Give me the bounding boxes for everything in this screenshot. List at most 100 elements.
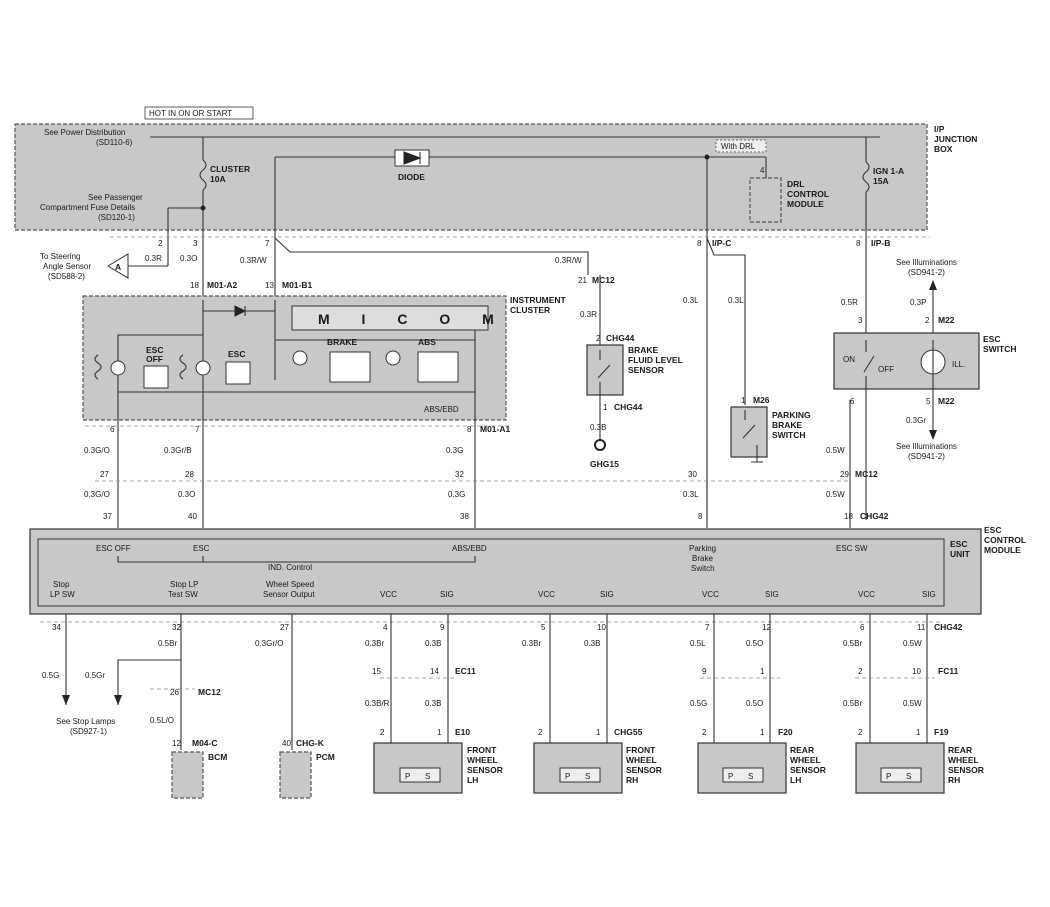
esc-pin-7: 7 — [705, 623, 710, 632]
esc-pin-12: 12 — [762, 623, 771, 632]
bf-conn-bot: CHG44 — [614, 402, 643, 412]
s2-w1: 0.3Br — [522, 639, 541, 648]
bcm-module — [171, 751, 204, 799]
esc-bot-stop-1: Stop — [53, 580, 70, 589]
esc-bot-stoplp-2: Test SW — [168, 590, 198, 599]
parking-title-1: PARKING — [772, 410, 811, 420]
parking-wire — [706, 237, 746, 405]
s1-title-3: SENSOR — [467, 765, 503, 775]
s3-w1: 0.5L — [690, 639, 706, 648]
mid-pin-38: 38 — [460, 512, 469, 521]
s1-ps-box — [399, 767, 441, 783]
esc-sw-gr-label: 0.3Gr — [906, 416, 926, 425]
esc-top-parking: Parking — [689, 544, 716, 553]
esc-unit-label-2: UNIT — [950, 549, 971, 559]
parking-switch-icon — [742, 410, 763, 463]
drl-title-3: MODULE — [787, 199, 824, 209]
s3-w2: 0.5O — [746, 639, 763, 648]
s3-title-3: SENSOR — [790, 765, 826, 775]
mid-pin-27: 27 — [100, 470, 109, 479]
rear-wheel-sensor-rh-group: 0.5Br 0.5W 2 10 FC11 0.5Br 0.5W 2 1 F19 … — [843, 614, 984, 794]
bf-title-3: SENSOR — [628, 365, 664, 375]
s4-p: P — [886, 772, 891, 781]
bf-mc12: MC12 — [592, 275, 615, 285]
abs-ebd-label: ABS/EBD — [424, 405, 459, 414]
esc-switch — [833, 332, 980, 390]
mid-pin-18: 18 — [844, 512, 853, 521]
s4-w2: 0.5W — [903, 639, 922, 648]
s4-conn: F19 — [934, 727, 949, 737]
esc-sw-off: OFF — [878, 365, 894, 374]
s4-w3: 0.5Br — [843, 699, 862, 708]
s3-w3: 0.5G — [690, 699, 707, 708]
s4-conn-mid: FC11 — [938, 666, 959, 676]
esc-symbol-icon — [225, 361, 251, 385]
jb-pin-8b: 8 — [856, 239, 861, 248]
m01a1-label: M01-A1 — [480, 424, 511, 434]
s1-w3: 0.3B/R — [365, 699, 390, 708]
steering-wire-label: 0.3R — [145, 254, 162, 263]
power-note-2: (SD110-6) — [96, 138, 133, 147]
esc-pin-27: 27 — [280, 623, 289, 632]
s1-pin-2: 2 — [380, 728, 385, 737]
s1-w1: 0.3Br — [365, 639, 384, 648]
hot-label: HOT IN ON OR START — [149, 109, 232, 118]
with-drl-label: With DRL — [721, 142, 756, 151]
esc-sw-pin-2: 2 — [925, 316, 930, 325]
s2-conn: CHG55 — [614, 727, 643, 737]
s4-w4: 0.5W — [903, 699, 922, 708]
esc-top-esc: ESC — [193, 544, 210, 553]
offpage-ref-arrow — [107, 253, 129, 279]
stop-wire-g: 0.5G — [42, 671, 59, 680]
cluster-fuse-icon — [199, 159, 207, 191]
brake-lamp-label: BRAKE — [327, 337, 358, 347]
esc-bot-sig-4: SIG — [922, 590, 936, 599]
abs-lamp-label: ABS — [418, 337, 436, 347]
arrow-down-icon — [929, 430, 937, 440]
ind-control-bracket — [117, 556, 476, 563]
esc-top-escsw: ESC SW — [836, 544, 868, 553]
escoff-label-1: ESC — [146, 345, 163, 355]
wire-03rw-label: 0.3R/W — [240, 256, 267, 265]
esc-pin-32: 32 — [172, 623, 181, 632]
offpage-ref-label: A — [115, 262, 121, 272]
rear-wheel-sensor-rh — [855, 742, 945, 794]
ign-fuse-1: IGN 1-A — [873, 166, 904, 176]
escoff-lamp-icon — [110, 360, 126, 376]
mid-pin-29: 29 — [840, 470, 849, 479]
mid-pin-30: 30 — [688, 470, 697, 479]
mid-mc12: MC12 — [855, 469, 878, 479]
esc-top-escoff: ESC OFF — [96, 544, 131, 553]
wire-03rw2-label: 0.3R/W — [555, 256, 582, 265]
bf-pin-21: 21 — [578, 276, 587, 285]
stop-note-2: (SD927-1) — [70, 727, 107, 736]
esc-sw-wire-label: 0.5R — [841, 298, 858, 307]
esc-sw-pin-5: 5 — [926, 397, 931, 406]
esc-sw-on: ON — [843, 355, 855, 364]
parking-pin: 1 — [741, 396, 746, 405]
steering-note-2: Angle Sensor — [43, 262, 91, 271]
s2-pin-2: 2 — [538, 728, 543, 737]
drl-title-1: DRL — [787, 179, 804, 189]
s2-s: S — [585, 772, 590, 781]
esc-bot-sig-1: SIG — [440, 590, 454, 599]
bcm-m04c: M04-C — [192, 738, 218, 748]
bf-ground-wire-label: 0.3B — [590, 423, 606, 432]
parking-title-2: BRAKE — [772, 420, 803, 430]
mid-w5b: 0.5W — [826, 490, 845, 499]
power-note-1: See Power Distribution — [44, 128, 125, 137]
esc-sw-m22-b: M22 — [938, 396, 955, 406]
cluster-pin-7: 7 — [195, 425, 200, 434]
cluster-title-1: INSTRUMENT — [510, 295, 567, 305]
bcm-label: BCM — [208, 752, 227, 762]
s1-title-2: WHEEL — [467, 755, 498, 765]
s2-title-3: SENSOR — [626, 765, 662, 775]
steering-note-3: (SD588-2) — [48, 272, 85, 281]
drl-title-2: CONTROL — [787, 189, 829, 199]
bf-title-2: FLUID LEVEL — [628, 355, 683, 365]
s4-w1: 0.5Br — [843, 639, 862, 648]
bcm-pin-12: 12 — [172, 739, 181, 748]
s1-s: S — [425, 772, 430, 781]
esc-sw-p-label: 0.3P — [910, 298, 926, 307]
bf-switch-icon — [597, 350, 611, 395]
